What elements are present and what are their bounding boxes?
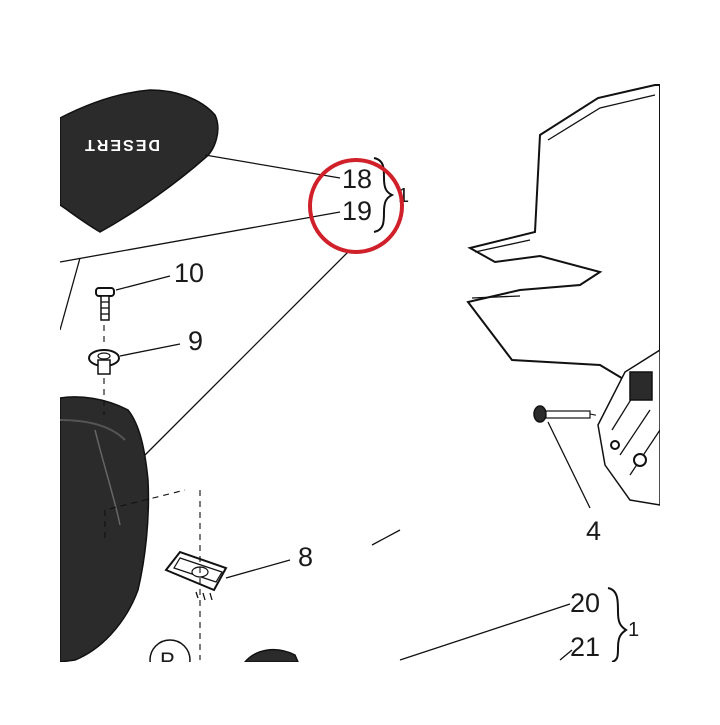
- callout-19: 19: [342, 196, 372, 226]
- tank-pad-outline: [466, 84, 661, 394]
- right-margin: [660, 0, 720, 720]
- callout-9: 9: [188, 326, 203, 356]
- callout-21: 21: [570, 632, 600, 662]
- grommet-9: [88, 349, 120, 375]
- brace-label-top: 1: [398, 185, 409, 207]
- callout-10: 10: [174, 258, 204, 288]
- leader-lines: [59, 154, 591, 661]
- screw-4: [533, 405, 601, 423]
- instrument-bracket: [597, 348, 661, 506]
- clip-nut-8: [164, 550, 228, 601]
- callout-8: 8: [298, 542, 313, 572]
- brace-20-21: [607, 587, 628, 663]
- callout-18: 18: [342, 164, 372, 194]
- left-margin: [0, 0, 60, 720]
- clip-guide: [104, 489, 186, 538]
- tank-body: [59, 396, 150, 663]
- callout-4: 4: [586, 516, 601, 546]
- callout-20: 20: [570, 588, 600, 618]
- decal-text: DESERT: [83, 136, 160, 153]
- screw-10: [95, 287, 115, 321]
- bottom-margin: [0, 662, 720, 720]
- highlight-circle: [308, 158, 404, 254]
- lower-part: [243, 648, 300, 663]
- brace-label-bottom: 1: [628, 619, 639, 641]
- side-decal-panel: DESERT: [59, 89, 219, 233]
